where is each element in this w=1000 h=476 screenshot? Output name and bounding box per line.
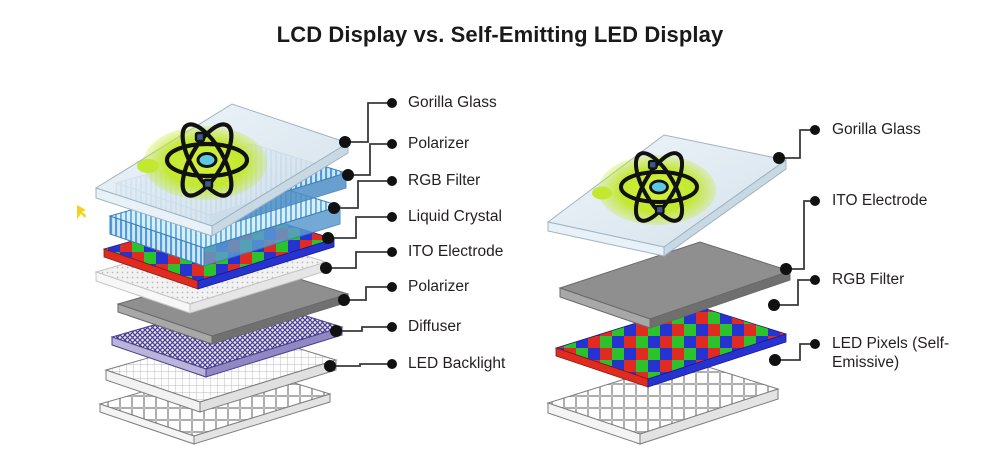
layer-led-pixels: [546, 359, 780, 445]
leader-lines-lcd: [326, 102, 392, 367]
page-title: LCD Display vs. Self-Emitting LED Displa…: [276, 22, 724, 47]
label-gorilla-glass-led: Gorilla Glass: [832, 121, 921, 138]
label-led-backlight: LED Backlight: [408, 355, 506, 372]
layer-rgb-filter-led: [554, 304, 788, 388]
label-ito-electrode: ITO Electrode: [408, 243, 504, 260]
atom-logo-led: [592, 151, 716, 225]
leader-dots-lcd: [320, 98, 397, 372]
label-polarizer-upper: Polarizer: [408, 135, 470, 152]
label-polarizer-lower: Polarizer: [408, 278, 470, 295]
label-rgb-filter: RGB Filter: [408, 172, 481, 189]
leader-dots-led: [768, 125, 820, 366]
label-diffuser: Diffuser: [408, 318, 462, 335]
layer-polarizer-lower: [116, 264, 350, 345]
cursor-artifact: [77, 205, 86, 219]
label-gorilla-glass: Gorilla Glass: [408, 94, 497, 111]
label-ito-electrode-led: ITO Electrode: [832, 192, 928, 209]
atom-logo: [137, 122, 267, 200]
label-led-pixels: LED Pixels (Self-Emissive): [832, 335, 950, 371]
label-rgb-filter-led: RGB Filter: [832, 271, 905, 288]
label-liquid-crystal: Liquid Crystal: [408, 208, 502, 225]
layer-ito-electrode-led: [558, 241, 792, 329]
leader-lines-led: [774, 129, 815, 361]
